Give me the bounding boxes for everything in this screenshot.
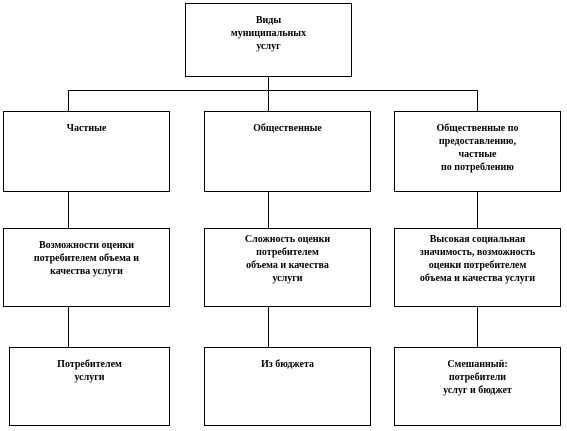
payer-private-node: Потребителем услуги [9,347,170,426]
service-type-mixed-node: Общественные по предоставлению, частные … [394,111,561,192]
payer-label: Смешанный: потребители услуг и бюджет [443,359,512,396]
payer-label: Из бюджета [260,359,315,370]
evaluation-private-node: Возможности оценки потребителем объема и… [3,228,170,307]
service-type-label: Общественные по предоставлению, частные … [436,123,519,173]
evaluation-mixed-node: Высокая социальная значимость, возможнос… [394,228,561,307]
root-node-label: Виды муниципальных услуг [230,15,307,52]
payer-public-node: Из бюджета [204,347,371,426]
root-node: Виды муниципальных услуг [185,3,352,77]
evaluation-public-node: Сложность оценки потребителем объема и к… [204,228,371,307]
evaluation-label: Возможности оценки потребителем объема и… [33,240,140,277]
service-type-label: Частные [66,123,107,134]
service-type-private-node: Частные [3,111,170,192]
service-type-label: Общественные [253,123,322,134]
evaluation-label: Сложность оценки потребителем объема и к… [244,234,331,284]
evaluation-label: Высокая социальная значимость, возможнос… [419,234,536,284]
payer-label: Потребителем услуги [57,359,122,383]
service-type-public-node: Общественные [204,111,371,192]
payer-mixed-node: Смешанный: потребители услуг и бюджет [394,347,561,426]
